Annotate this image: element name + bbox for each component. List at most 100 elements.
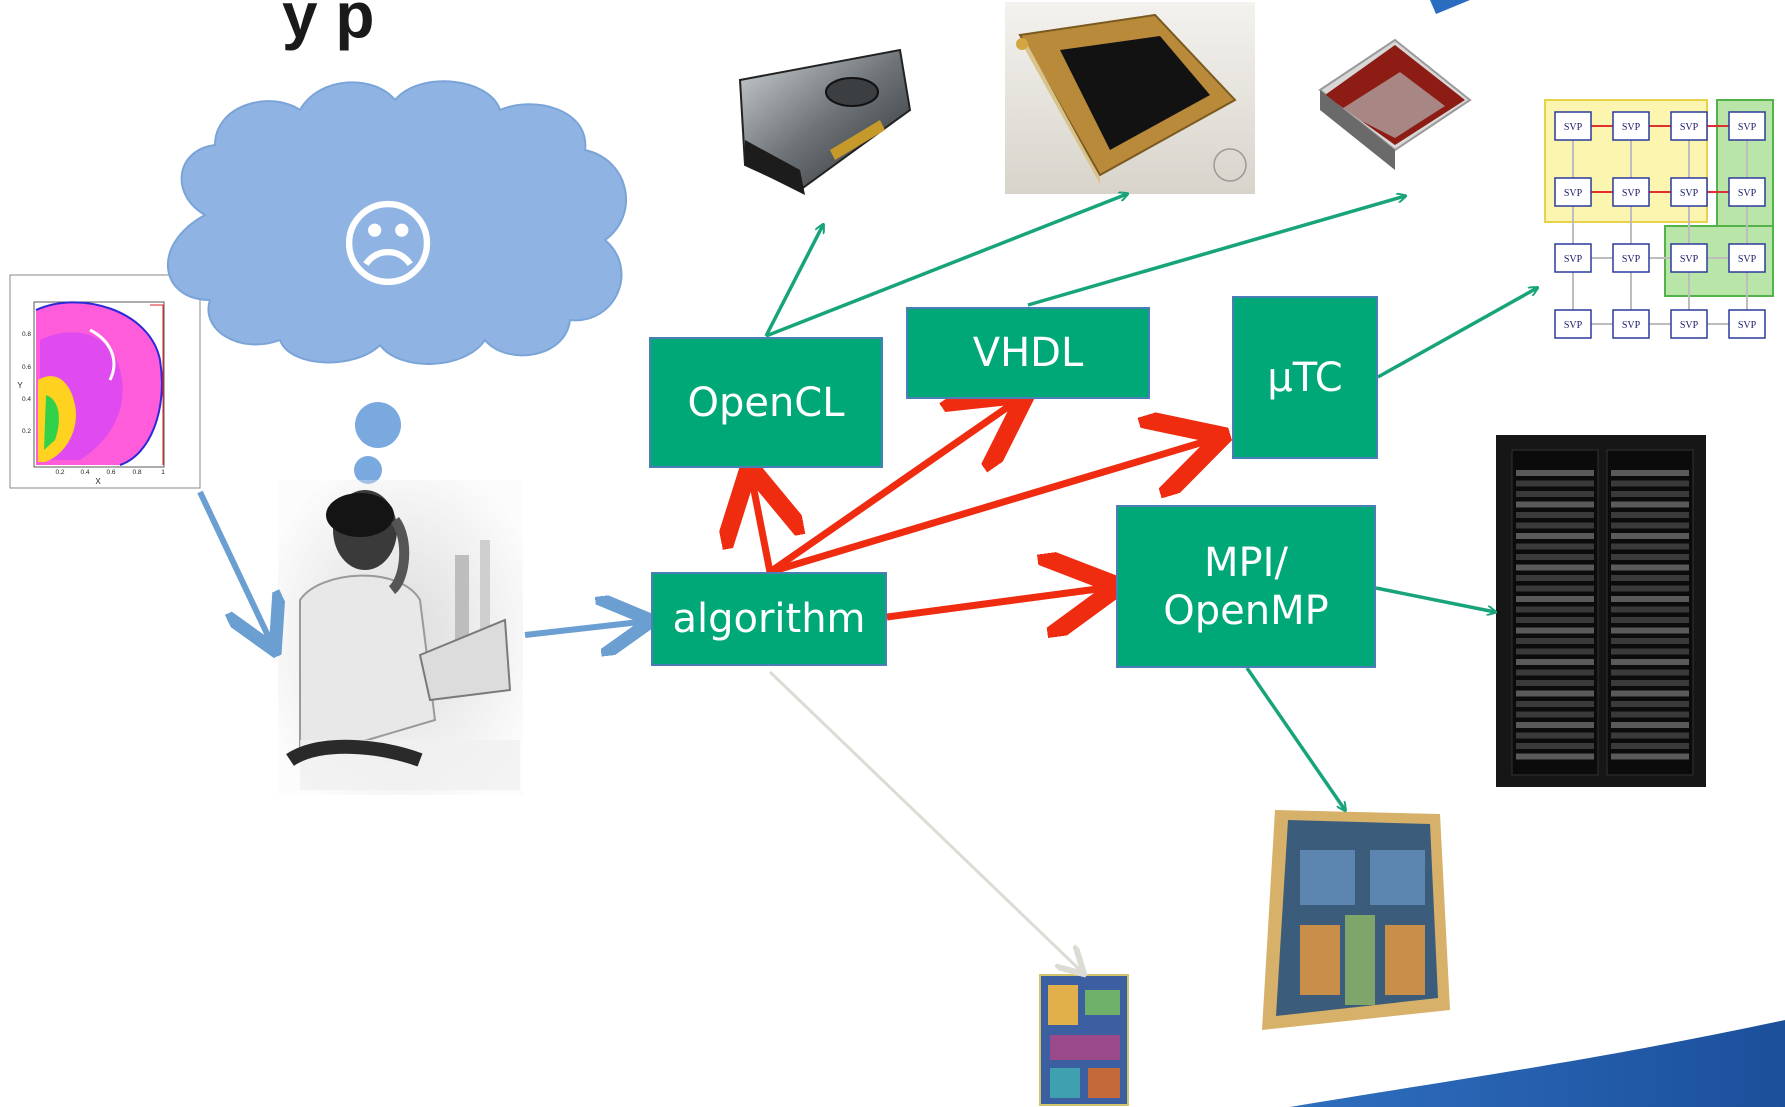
rack-server-unit [1516,732,1594,739]
plot-ytick: 0.6 [22,364,31,371]
rack-server-unit [1516,627,1594,634]
rack-server-unit [1516,659,1594,665]
rack-server-unit [1516,638,1594,644]
rack-server-unit [1611,617,1689,623]
rack-server-unit [1516,680,1594,686]
svp-cell [1612,309,1650,339]
svp-cell [1670,177,1708,207]
rack-server-unit [1611,501,1689,508]
rack-server-unit [1611,638,1689,644]
svp-cell-label: SVP [1622,254,1641,265]
plot-xlabel: X [95,477,101,486]
plot-xtick: 0.4 [80,469,89,476]
gpu-card-image [738,48,912,195]
rack-server-unit [1611,743,1689,749]
svp-cell-label: SVP [1680,254,1699,265]
svp-cell [1612,243,1650,273]
rack-server-unit [1611,596,1689,602]
rack-server-unit [1611,732,1689,739]
plot-ytick: 0.4 [22,396,31,403]
rack-server-unit [1516,669,1594,676]
xilinx-spartan-fpga-image [1318,38,1472,170]
rack-server-unit [1516,522,1594,529]
arrow-mpi-to-multicore-die [1245,667,1345,810]
arrow-utc-to-svp-grid [1377,288,1537,379]
svp-cell-label: SVP [1564,320,1583,331]
rack-server-unit [1516,512,1594,518]
vhdl-label: VHDL [972,330,1084,376]
slide-title: y p [282,0,375,51]
rack-server-unit [1516,491,1594,497]
mpi-openmp-label: MPI/ OpenMP [1163,539,1329,634]
algorithm-label: algorithm [672,596,866,642]
rack-server-unit [1611,690,1689,697]
svp-cell-label: SVP [1738,122,1757,133]
rack-server-unit [1611,543,1689,550]
rack-server-unit [1611,533,1689,539]
arrow-algorithm-to-opencl [752,480,770,573]
plot-ytick: 0.2 [22,428,31,435]
decorative-wave [1290,1020,1785,1107]
arrow-mpi-to-server-rack [1375,586,1495,612]
svp-cell [1728,111,1766,141]
small-processor-die-image [1039,974,1129,1106]
plot-ytick: 0.8 [22,331,31,338]
svp-cell [1554,111,1592,141]
svp-cell-label: SVP [1738,254,1757,265]
svp-cell [1670,243,1708,273]
thought-bubble-large [355,402,401,448]
svp-cell [1670,309,1708,339]
rack-server-unit [1611,753,1689,760]
rack-server-unit [1516,501,1594,508]
decorative-corner [1430,0,1470,14]
rack-server-unit [1516,533,1594,539]
svp-cell-label: SVP [1680,188,1699,199]
rack-server-unit [1611,722,1689,728]
svp-cell [1670,111,1708,141]
arrow-algorithm-to-utc [768,440,1210,576]
rack-server-unit [1611,701,1689,707]
plot-xtick: 1 [161,469,165,476]
sad-face-icon: ☹ [338,189,438,301]
thought-cloud: ☹ [166,80,627,511]
rack-server-unit [1611,680,1689,686]
arrow-plot-to-programmer [197,490,270,640]
opencl-box: OpenCL [649,337,883,468]
rack-server-unit [1611,669,1689,676]
svp-cell [1554,309,1592,339]
rack-server-unit [1611,627,1689,634]
rack-server-unit [1611,480,1689,487]
plot-xtick: 0.8 [132,469,141,476]
svp-cell-label: SVP [1564,188,1583,199]
arrow-algorithm-to-vhdl [768,402,1015,575]
svp-cell-label: SVP [1680,320,1699,331]
svp-cell-label: SVP [1680,122,1699,133]
thought-bubble-medium [354,456,382,484]
utc-box: µTC [1232,296,1378,459]
rack-server-unit [1611,522,1689,529]
server-rack-image [1496,435,1706,787]
plot-xtick: 0.6 [106,469,115,476]
svp-cell [1612,111,1650,141]
rack-server-unit [1516,606,1594,613]
rack-server-unit [1516,648,1594,655]
algorithm-box: algorithm [651,572,887,666]
rack-server-unit [1516,480,1594,487]
rack-server-unit [1516,701,1594,707]
rack-server-unit [1516,543,1594,550]
rack-server-unit [1516,554,1594,560]
arrows-green [764,194,1537,810]
programmer-photo [278,480,523,795]
rack-server-unit [1516,596,1594,602]
rack-server-unit [1611,564,1689,571]
rack-server-unit [1611,606,1689,613]
arrow-programmer-to-algorithm [524,622,640,635]
rack-server-unit [1516,470,1594,476]
svp-cell [1728,243,1766,273]
rack-server-unit [1516,743,1594,749]
svp-cell [1612,177,1650,207]
rack-server-unit [1611,648,1689,655]
rack-server-unit [1516,585,1594,592]
mpi-openmp-box: MPI/ OpenMP [1116,505,1376,668]
